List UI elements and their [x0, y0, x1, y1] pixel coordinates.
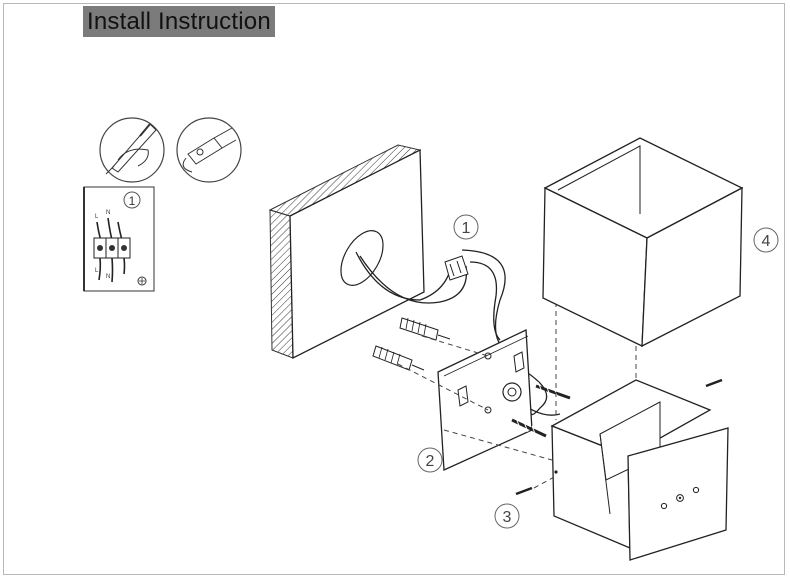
step-4-label: 4: [762, 233, 771, 250]
alignment-lines: [397, 302, 637, 489]
wall-plug-upper: [399, 317, 451, 341]
step-1-label: 1: [462, 220, 471, 237]
diagram-frame: [3, 3, 785, 575]
terminal-label-l-bottom: L: [95, 268, 99, 274]
lamp-body: [550, 379, 729, 561]
wall-plug-lower: [372, 345, 425, 371]
step-1-callout: 1: [453, 214, 479, 240]
mounting-plate: [437, 328, 533, 471]
step-3-label: 3: [503, 509, 512, 526]
wiring-terminal-box: 1 L N L N: [83, 186, 155, 292]
lamp-shade: [542, 137, 744, 348]
step-2-label: 2: [426, 453, 435, 470]
page-title: Install Instruction: [83, 6, 275, 37]
wiring-step-label: 1: [129, 194, 136, 208]
wire-connector: [444, 255, 469, 281]
wire-stripper-tool-icon: [176, 117, 242, 183]
terminal-label-n-top: N: [106, 210, 110, 216]
terminal-label-l-top: L: [95, 214, 99, 220]
terminal-label-n-bottom: N: [106, 274, 110, 280]
screwdriver-tool-icon: [99, 117, 165, 183]
step-4-callout: 4: [753, 227, 779, 253]
mounting-screws: [511, 378, 723, 496]
step-2-callout: 2: [417, 447, 443, 473]
step-3-callout: 3: [494, 503, 520, 529]
